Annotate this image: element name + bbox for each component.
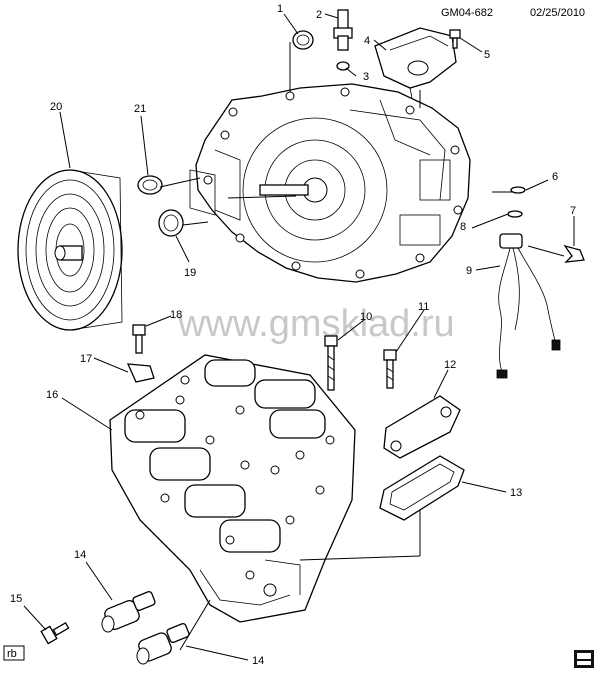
seal-1 [292, 30, 314, 50]
callout-13: 13 [510, 487, 522, 499]
callout-3: 3 [363, 71, 369, 83]
callout-20: 20 [50, 101, 62, 113]
callout-19: 19 [184, 267, 196, 279]
solenoid-14b [136, 623, 190, 665]
callout-8: 8 [460, 221, 466, 233]
callout-labels: 1 2 3 4 5 6 7 8 9 10 11 12 13 14 14 15 1… [10, 3, 576, 667]
callout-14-upper: 14 [74, 549, 86, 561]
diagram-code: GM04-682 [441, 7, 493, 19]
bolt-10 [324, 335, 338, 391]
transmission-case [189, 83, 471, 283]
watermark: www.gmsklad.ru [177, 303, 455, 345]
fitting-2 [333, 9, 353, 71]
seal-19 [158, 209, 184, 237]
cover-12 [383, 395, 461, 459]
torque-converter [17, 169, 123, 331]
callout-16: 16 [46, 389, 58, 401]
bolt-11 [383, 349, 397, 389]
seal-21 [137, 175, 163, 195]
callout-11: 11 [418, 301, 429, 313]
callout-1: 1 [277, 3, 283, 15]
range-switch-4 [374, 27, 457, 99]
gasket-13 [379, 455, 465, 521]
bolt-5 [449, 29, 461, 49]
callout-10: 10 [360, 311, 372, 323]
spring-17 [126, 363, 155, 383]
callout-12: 12 [444, 359, 456, 371]
bolt-15 [40, 622, 70, 645]
solenoid-14a [101, 591, 156, 633]
corner-tag-label: rb [7, 648, 17, 660]
leader-lines [23, 13, 575, 661]
callout-21: 21 [134, 103, 146, 115]
callout-2: 2 [316, 9, 322, 21]
corner-tag: rb [3, 645, 25, 661]
bolt-18 [132, 324, 146, 354]
callout-14-lower: 14 [252, 655, 264, 667]
callout-9: 9 [466, 265, 472, 277]
callout-5: 5 [484, 49, 490, 61]
wiring-harness-9 [496, 233, 561, 379]
diagram-date: 02/25/2010 [530, 7, 585, 19]
callout-4: 4 [364, 35, 370, 47]
callout-18: 18 [170, 309, 182, 321]
washer-6 [510, 186, 526, 194]
clip-7 [563, 244, 585, 263]
callout-6: 6 [552, 171, 558, 183]
callout-7: 7 [570, 205, 576, 217]
washer-8 [507, 210, 523, 218]
callout-17: 17 [80, 353, 92, 365]
valve-body-16 [109, 354, 356, 623]
callout-15: 15 [10, 593, 22, 605]
book-icon [574, 650, 594, 668]
